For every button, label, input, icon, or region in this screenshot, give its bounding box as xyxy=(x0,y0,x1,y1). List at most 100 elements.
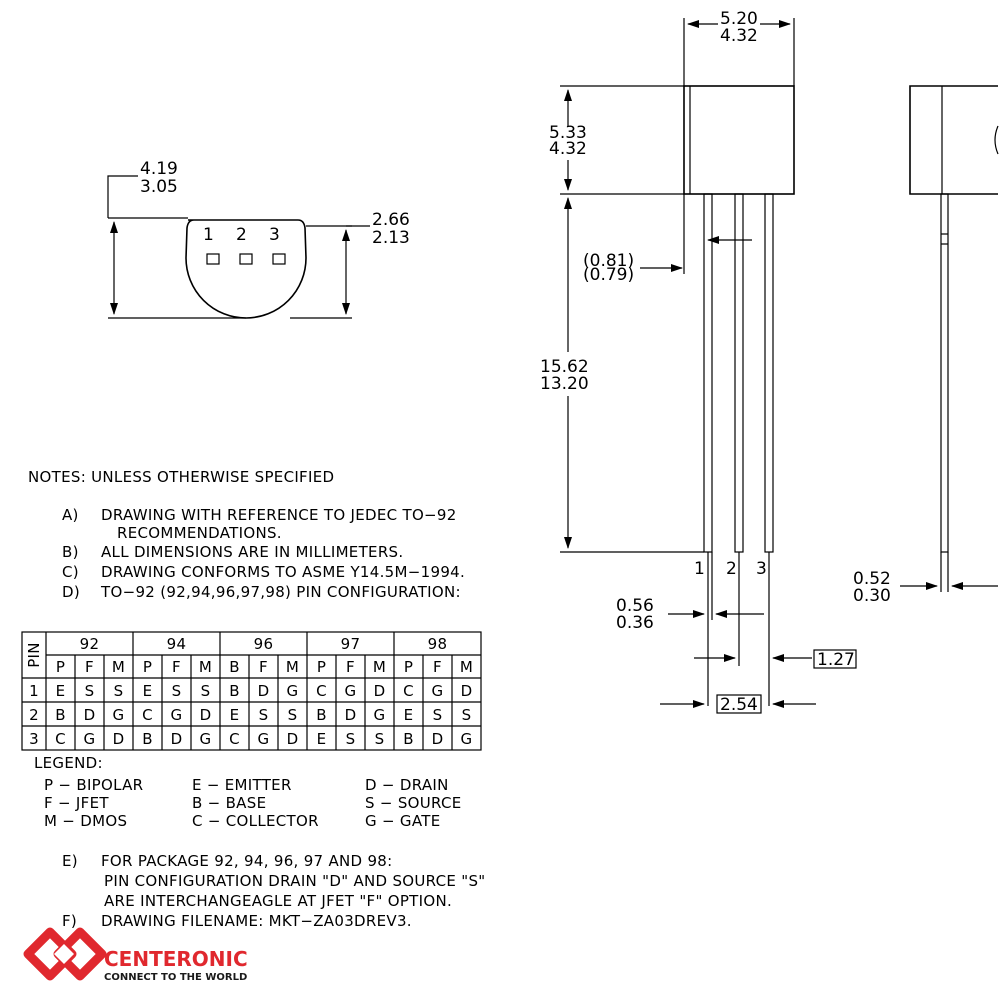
table-cell: D xyxy=(171,730,183,748)
note-a-letter: A) xyxy=(62,506,79,524)
pitch-small-box xyxy=(813,649,857,669)
dim-width-min: 4.32 xyxy=(720,26,758,46)
table-cell: G xyxy=(84,730,96,748)
note-d-letter: D) xyxy=(62,583,80,601)
dim-lead-paren-max: (0.81) xyxy=(583,251,634,271)
table-cell: G xyxy=(113,706,125,724)
table-cell: G xyxy=(461,730,473,748)
legend-entry: E − EMITTER xyxy=(192,776,292,794)
table-cell: S xyxy=(85,682,95,700)
brand-name: CENTERONIC xyxy=(104,947,248,971)
note-c-line-1: DRAWING CONFORMS TO ASME Y14.5M−1994. xyxy=(101,563,465,581)
table-cell: D xyxy=(200,706,212,724)
front-lead-3 xyxy=(764,193,774,553)
table-cell: S xyxy=(114,682,124,700)
table-cell: D xyxy=(374,682,386,700)
table-subheader: M xyxy=(199,658,212,676)
side-view-lead xyxy=(940,193,949,553)
table-cell: C xyxy=(403,682,414,700)
dim-body-height-min: 4.32 xyxy=(549,139,587,159)
brand-logo: CENTERONIC CONNECT TO THE WORLD xyxy=(23,927,248,983)
table-subheader: P xyxy=(317,658,326,676)
dim-top-flat-max: 2.66 xyxy=(372,210,410,230)
notes-title: NOTES: UNLESS OTHERWISE SPECIFIED xyxy=(28,468,334,486)
dim-top-flat-min: 2.13 xyxy=(372,228,410,248)
table-subheader: P xyxy=(56,658,65,676)
legend-entry: C − COLLECTOR xyxy=(192,812,319,830)
dim-side-thk-max: 0.52 xyxy=(853,569,891,589)
table-cell: E xyxy=(56,682,66,700)
table-cell: D xyxy=(84,706,96,724)
table-subheader: M xyxy=(286,658,299,676)
side-view: 0.52 0.30 xyxy=(853,85,999,606)
table-cell: C xyxy=(316,682,327,700)
table-cell: B xyxy=(316,706,327,724)
note-b-letter: B) xyxy=(62,543,79,561)
table-subheader: F xyxy=(172,658,181,676)
table-row-pin: 1 xyxy=(29,682,39,700)
dim-lead-thickness-max: 0.56 xyxy=(616,596,654,616)
table-cell: S xyxy=(201,682,211,700)
table-cell: D xyxy=(287,730,299,748)
table-subheader: P xyxy=(404,658,413,676)
table-cell: D xyxy=(113,730,125,748)
brand-tagline: CONNECT TO THE WORLD xyxy=(104,972,247,983)
note-d-line-1: TO−92 (92,94,96,97,98) PIN CONFIGURATION… xyxy=(100,583,461,601)
table-cell: C xyxy=(229,730,240,748)
table-cell: G xyxy=(171,706,183,724)
table-cell: S xyxy=(375,730,385,748)
table-cell: S xyxy=(172,682,182,700)
top-view-pin-3: 3 xyxy=(269,225,280,245)
legend-entry: F − JFET xyxy=(44,794,109,812)
table-group-header: 97 xyxy=(341,635,361,653)
top-view-lead-2 xyxy=(239,253,253,265)
note-c-letter: C) xyxy=(62,563,79,581)
dim-body-height-max: 5.33 xyxy=(549,123,587,143)
table-row-pin: 3 xyxy=(29,730,39,748)
note-b-line-1: ALL DIMENSIONS ARE IN MILLIMETERS. xyxy=(101,543,403,561)
legend-entry: M − DMOS xyxy=(44,812,127,830)
table-cell: G xyxy=(374,706,386,724)
table-subheader: M xyxy=(460,658,473,676)
top-view-lead-1 xyxy=(206,253,220,265)
table-cell: S xyxy=(433,706,443,724)
table-cell: D xyxy=(461,682,473,700)
table-subheader: F xyxy=(85,658,94,676)
dim-lead-length-max: 15.62 xyxy=(540,357,589,377)
legend-entry: P − BIPOLAR xyxy=(44,776,143,794)
table-cell: D xyxy=(258,682,270,700)
table-subheader: M xyxy=(112,658,125,676)
table-subheader: M xyxy=(373,658,386,676)
dim-pitch-small: 1.27 xyxy=(817,650,855,670)
dim-lead-thickness-min: 0.36 xyxy=(616,613,654,633)
note-a-line-2: RECOMMENDATIONS. xyxy=(117,524,282,542)
side-view-curve xyxy=(994,125,999,155)
table-subheader: P xyxy=(143,658,152,676)
notes-extra: E) FOR PACKAGE 92, 94, 96, 97 AND 98: PI… xyxy=(62,852,485,930)
front-lead-1 xyxy=(703,193,713,553)
table-cell: G xyxy=(345,682,357,700)
dim-side-thk-min: 0.30 xyxy=(853,586,891,606)
table-cell: B xyxy=(229,682,240,700)
table-subheader: F xyxy=(346,658,355,676)
front-view-body xyxy=(683,85,795,195)
note-e-line-1: FOR PACKAGE 92, 94, 96, 97 AND 98: xyxy=(101,852,393,870)
table-subheader: F xyxy=(259,658,268,676)
table-border xyxy=(21,631,482,751)
note-e-line-3: ARE INTERCHANGEAGLE AT JFET "F" OPTION. xyxy=(104,892,452,910)
dim-width-max: 5.20 xyxy=(720,9,758,29)
dim-top-height-min: 3.05 xyxy=(140,177,178,197)
top-view-pin-1: 1 xyxy=(203,225,214,245)
table-group-header: 98 xyxy=(428,635,448,653)
centeronic-logo-icon xyxy=(23,927,107,981)
table-cell: C xyxy=(55,730,66,748)
top-view: 1 2 3 4.19 3.05 2.66 2.13 xyxy=(107,159,410,319)
table-subheader: F xyxy=(433,658,442,676)
legend-entry: G − GATE xyxy=(365,812,441,830)
table-cell: G xyxy=(432,682,444,700)
dim-top-height-max: 4.19 xyxy=(140,159,178,179)
legend-title: LEGEND: xyxy=(34,754,103,772)
table-cell: S xyxy=(346,730,356,748)
